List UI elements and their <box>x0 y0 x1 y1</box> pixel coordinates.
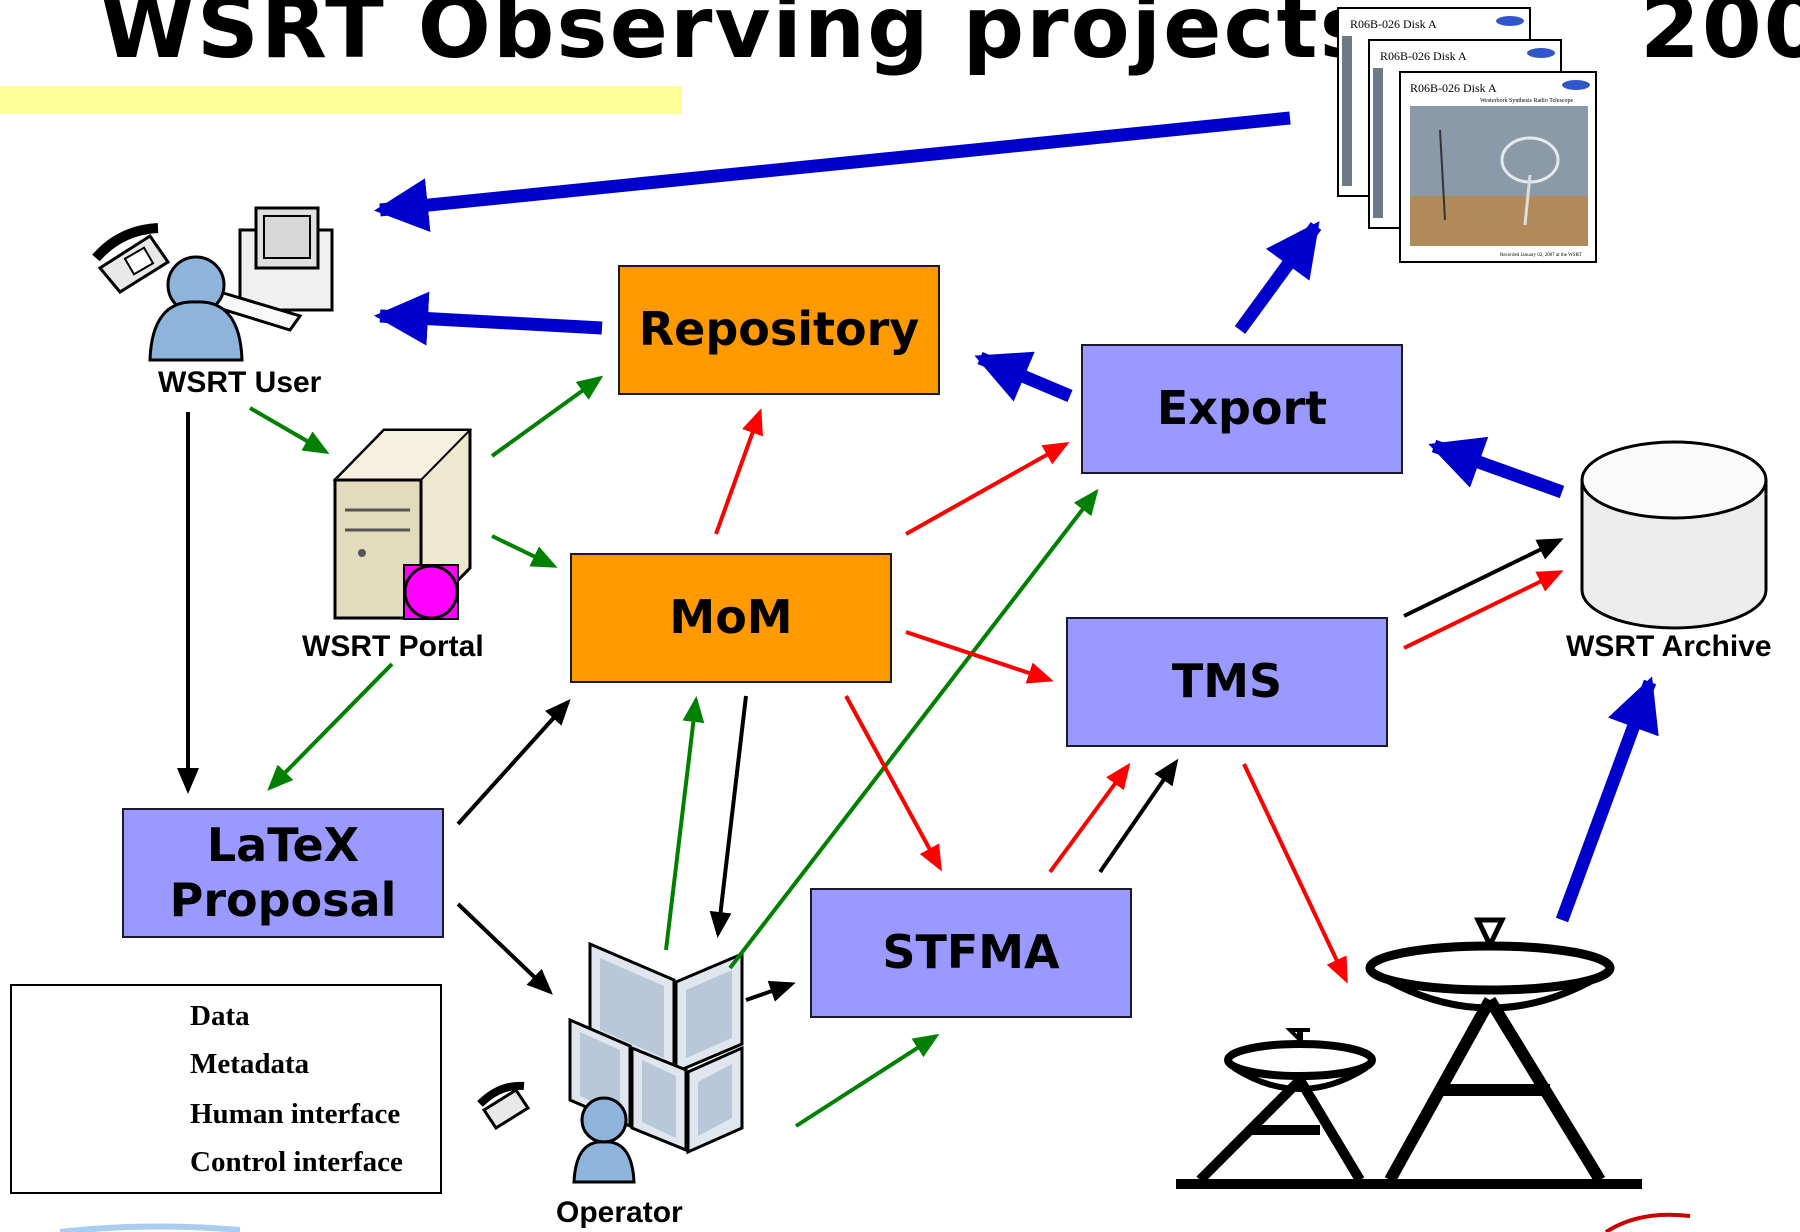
arrow-mom-to-tms <box>905 630 1054 684</box>
large-telescope-icon <box>1365 917 1615 1184</box>
portal-status-dot <box>403 564 459 620</box>
operator-label: Operator <box>556 1196 683 1229</box>
archive-database-icon <box>1580 440 1768 630</box>
arrow-operator-to-stfma <box>794 1033 940 1128</box>
legend: Data Metadata Human interface Control in… <box>10 984 442 1194</box>
arrow-latex-to-operator <box>456 902 553 995</box>
disk-card-title: R06B-026 Disk A <box>1350 17 1437 31</box>
legend-item-control-interface: Control interface <box>190 1146 403 1178</box>
operator-avatar-icon <box>572 1096 636 1184</box>
arrow-user-to-portal <box>248 406 330 455</box>
export-box: Export <box>1081 344 1403 474</box>
latex-label-line2: Proposal <box>169 873 397 927</box>
user-label: WSRT User <box>158 366 322 399</box>
portal-label: WSRT Portal <box>302 630 484 663</box>
title-underline-highlight <box>0 86 682 114</box>
small-telescope-icon <box>1196 1028 1376 1184</box>
arrow-telescope-to-archive <box>1555 676 1659 923</box>
disk-card-title: R06B-026 Disk A <box>1380 49 1467 63</box>
arrow-portal-to-mom <box>491 534 558 568</box>
mom-box: MoM <box>570 553 892 683</box>
page-title: WSRT Observing projects <box>100 0 1373 78</box>
legend-item-data: Data <box>190 1000 250 1032</box>
user-avatar-icon <box>148 255 244 362</box>
operator-consoles-icon <box>477 941 744 1184</box>
archive-label: WSRT Archive <box>1566 630 1772 663</box>
tms-label: TMS <box>1171 654 1283 709</box>
arrow-tms-to-archive-control <box>1403 570 1564 650</box>
arrow-stfma-to-tms-control <box>1048 762 1131 874</box>
user-workstation-icon <box>92 206 334 362</box>
arrow-operator-to-export <box>728 488 1099 970</box>
arrow-tms-to-archive <box>1403 538 1564 618</box>
legend-item-metadata: Metadata <box>190 1048 310 1080</box>
arrow-export-to-disk <box>1234 221 1322 334</box>
mom-label: MoM <box>669 590 793 645</box>
control-interface-arrows <box>714 408 1564 984</box>
arrow-export-to-repository <box>974 351 1073 402</box>
portal-server-icon <box>332 428 473 620</box>
stfma-box: STFMA <box>810 888 1132 1018</box>
arrow-mom-to-operator <box>709 695 748 938</box>
arrow-mom-to-stfma <box>844 695 942 872</box>
arrow-repository-to-user <box>374 291 603 346</box>
legend-item-human-interface: Human interface <box>190 1098 401 1130</box>
operator-telephone-icon <box>477 1081 531 1131</box>
computer-icon <box>209 206 334 332</box>
arrow-mom-to-repository <box>714 408 763 535</box>
human-interface-arrows <box>248 375 1099 1128</box>
export-label: Export <box>1156 381 1328 436</box>
repository-box: Repository <box>618 265 940 395</box>
arrow-portal-to-repository <box>490 375 604 458</box>
telephone-icon <box>92 223 171 294</box>
logo-fragment-right <box>1604 1212 1691 1232</box>
page-title-suffix: 200 <box>1640 0 1800 78</box>
repository-label: Repository <box>638 302 920 357</box>
arrow-operator-to-stfma <box>745 980 796 1002</box>
latex-proposal-box: LaTeX Proposal <box>122 808 444 938</box>
latex-label-line1: LaTeX <box>206 817 360 872</box>
disk-card-footer: Recorded January 02, 2007 at the WSRT <box>1500 253 1582 258</box>
arrow-mom-to-export <box>905 442 1070 536</box>
arrow-archive-to-export <box>1428 436 1565 499</box>
radio-telescopes-icon <box>1176 917 1642 1189</box>
stfma-label: STFMA <box>882 925 1060 980</box>
data-arrows <box>374 111 1659 923</box>
arrow-disk-to-user <box>374 111 1291 233</box>
arrow-operator-to-mom <box>664 696 705 951</box>
arrow-tms-to-telescope <box>1242 763 1348 984</box>
arrow-stfma-to-tms <box>1098 758 1179 874</box>
tms-box: TMS <box>1066 617 1388 747</box>
arrow-portal-to-latex <box>267 662 394 791</box>
disk-card-front: R06B-026 Disk A Westerbork Synthesis Rad… <box>1399 71 1597 263</box>
arrow-latex-to-mom <box>456 699 571 826</box>
disk-card-stack: R06B-026 Disk A R06B-026 Disk A R06B-026… <box>1337 7 1597 263</box>
disk-card-title: R06B-026 Disk A <box>1410 81 1497 95</box>
metadata-arrows <box>177 412 1564 1002</box>
logo-fragment-left <box>59 1223 241 1232</box>
disk-card-subtitle: Westerbork Synthesis Radio Telescope <box>1480 98 1573 104</box>
